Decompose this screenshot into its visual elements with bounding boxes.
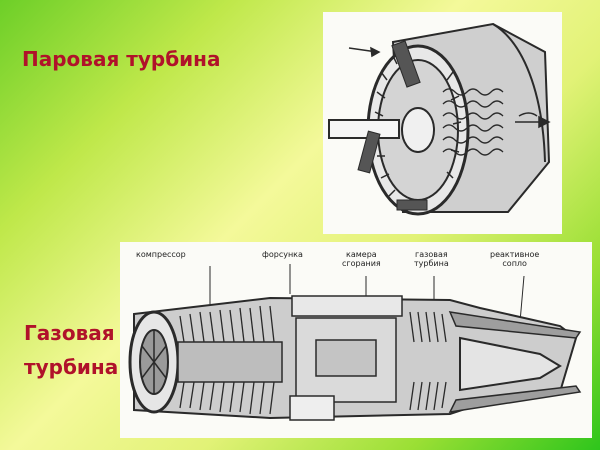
turbine-shaft	[328, 119, 400, 139]
gas-turbine-title-line1: Газовая	[24, 321, 115, 345]
label-combustion-chamber: камера сгорания	[342, 250, 381, 268]
label-jet-nozzle-line1: реактивное	[490, 250, 540, 259]
steam-turbine-drawing	[328, 22, 551, 216]
steam-turbine-title: Паровая турбина	[22, 47, 221, 71]
exhaust-nozzle	[448, 311, 582, 339]
exhaust-cone	[459, 336, 562, 392]
combustion-chamber	[291, 295, 403, 317]
label-gas-turbine-line2: турбина	[414, 259, 449, 268]
steam-turbine-image	[323, 12, 562, 234]
label-combustion-chamber-line2: сгорания	[342, 259, 381, 268]
gas-turbine-title-line2: турбина	[24, 355, 119, 379]
label-combustion-chamber-line1: камера	[346, 250, 377, 259]
label-gas-turbine-line1: газовая	[415, 250, 448, 259]
blade-rows	[442, 88, 504, 156]
label-injector: форсунка	[262, 250, 303, 259]
gas-turbine-image: компрессор форсунка камера сгорания газо…	[120, 242, 592, 438]
compressor-blades	[179, 305, 275, 415]
steam-nozzle	[357, 130, 381, 174]
gas-turbine-drawing	[128, 264, 582, 421]
label-jet-nozzle-line2: сопло	[502, 259, 527, 268]
turbine-blades	[409, 311, 447, 411]
label-jet-nozzle: реактивное сопло	[490, 250, 539, 268]
label-gas-turbine: газовая турбина	[414, 250, 449, 268]
label-compressor: компрессор	[136, 250, 186, 259]
steam-nozzle	[391, 40, 421, 88]
compressor-drum	[177, 341, 283, 383]
steam-nozzle	[396, 199, 428, 211]
flow-arrows	[348, 46, 551, 129]
